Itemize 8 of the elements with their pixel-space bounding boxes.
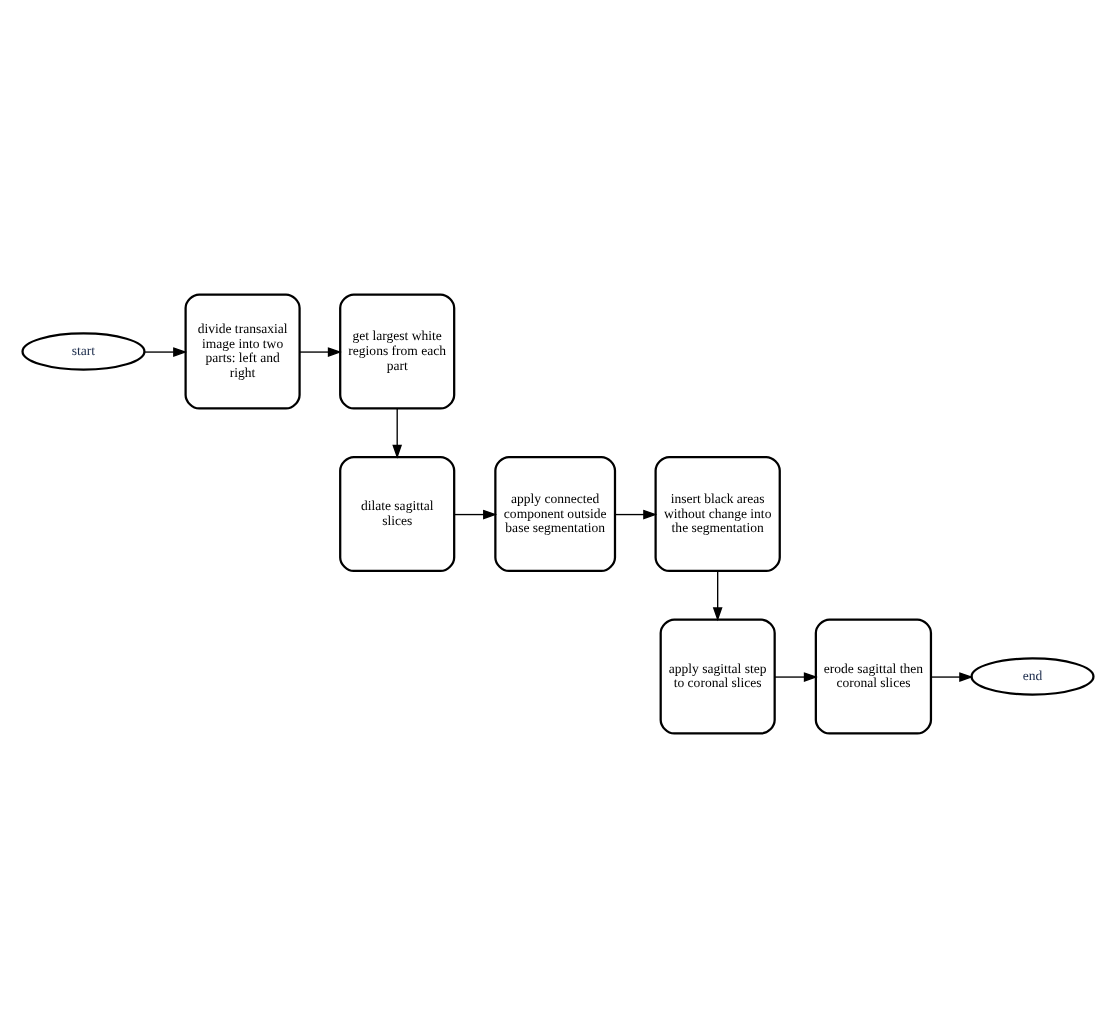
arrow: [774, 672, 818, 682]
arrow: [453, 509, 498, 520]
arrow: [143, 347, 188, 357]
arrow: [614, 509, 658, 520]
arrow: [712, 570, 723, 622]
arrow: [299, 347, 342, 357]
arrow: [392, 408, 403, 459]
arrow: [930, 672, 974, 682]
